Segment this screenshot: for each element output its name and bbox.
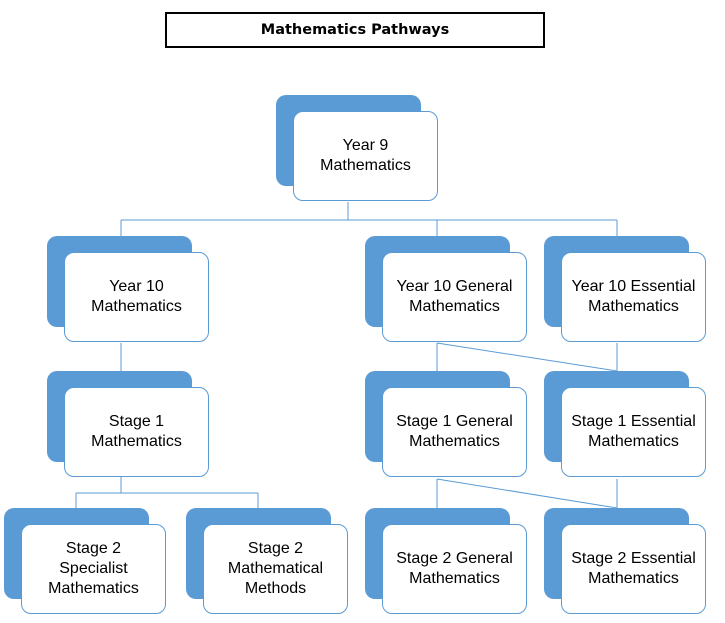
node-label-line: Mathematics: [588, 298, 679, 315]
node-label-line: Year 10 Essential: [571, 278, 696, 295]
node-label-line: Stage 2: [247, 540, 304, 557]
node-label-line: Stage 1: [108, 413, 165, 430]
node-label: Stage 1 Mathematics: [64, 387, 209, 477]
connector-s1g-s2e: [436, 478, 618, 509]
node-label-line: Mathematics: [409, 298, 500, 315]
node-label-line: Stage 2: [65, 540, 122, 557]
node-label-line: Mathematics: [409, 570, 500, 587]
node-label-line: Year 10 General: [396, 278, 513, 295]
node-label-line: Stage 1 General: [396, 413, 513, 430]
node-label-line: Year 9: [342, 137, 389, 154]
node-label: Year 10 Mathematics: [64, 252, 209, 342]
node-label-line: Year 10: [109, 278, 164, 295]
node-label-line: Mathematics: [588, 570, 679, 587]
node-label: Year 9 Mathematics: [293, 111, 438, 201]
node-label-line: Mathematics: [91, 433, 182, 450]
node-label-line: Stage 2 Essential: [571, 550, 696, 567]
node-label-line: Mathematics: [320, 157, 411, 174]
node-label-line: Mathematics: [409, 433, 500, 450]
node-label-line: Stage 2 General: [396, 550, 513, 567]
node-label-line: Stage 1 Essential: [571, 413, 696, 430]
node-label-line: Mathematical: [227, 560, 324, 577]
node-label-line: Mathematics: [91, 298, 182, 315]
connector-y10g-s1e: [436, 342, 618, 372]
node-label-line: Mathematics: [48, 580, 139, 597]
node-label-line: Methods: [244, 580, 307, 597]
node-label-line: Mathematics: [588, 433, 679, 450]
node-label-line: Specialist: [59, 560, 128, 577]
diagram-title: Mathematics Pathways: [165, 12, 545, 48]
